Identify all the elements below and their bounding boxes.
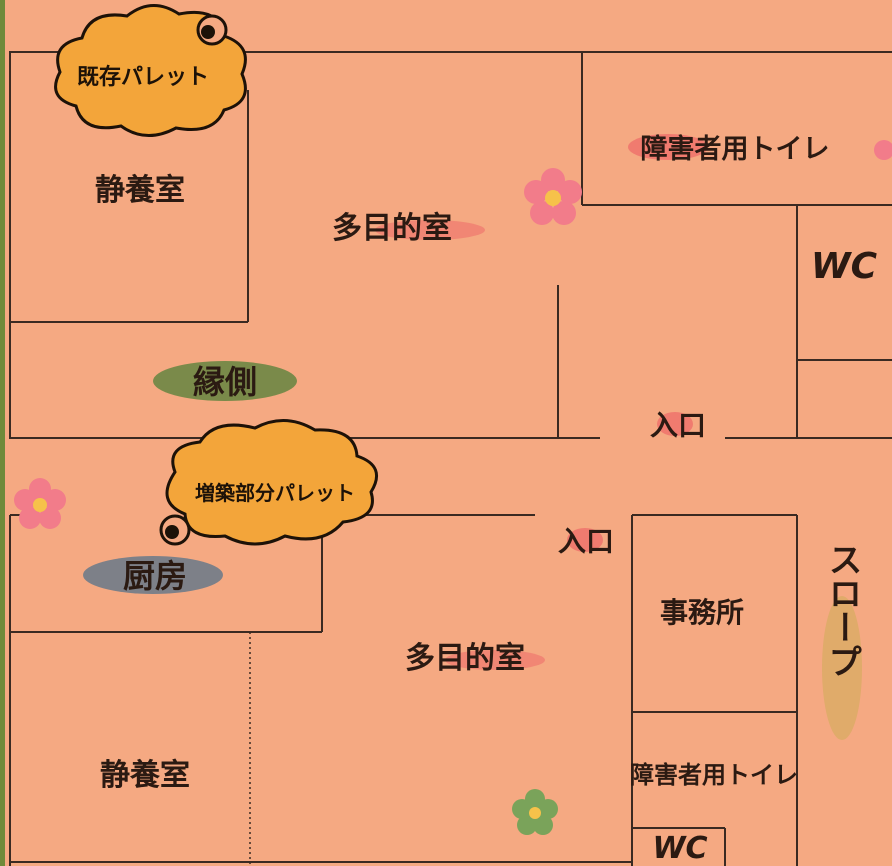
- kitchen-badge: [83, 556, 223, 594]
- toilet-highlight: [628, 134, 708, 160]
- room-highlight: [445, 650, 545, 670]
- palette-label-extension: 増築部分パレット: [195, 481, 355, 505]
- cloud-callout: [54, 4, 247, 137]
- entrance-label-lower: 入口: [558, 525, 614, 558]
- palette-label-existing: 既存パレット: [77, 64, 209, 90]
- cloud-callout: [159, 418, 379, 546]
- entrance-highlight: [567, 528, 603, 552]
- lower-walls: [9, 514, 798, 866]
- rest-room-label-upper: 静養室: [95, 173, 185, 208]
- entrance-label-upper: 入口: [650, 409, 706, 442]
- edge-strip: [0, 0, 5, 866]
- flower-icon: [512, 789, 558, 835]
- accessible-toilet-label-lower: 障害者用トイレ: [630, 761, 798, 789]
- office-label: 事務所: [660, 596, 744, 629]
- room-highlight: [375, 220, 485, 240]
- wc-label-lower: WC: [652, 831, 707, 866]
- wc-label-upper: WC: [811, 246, 878, 287]
- veranda-label: 縁側: [193, 363, 257, 401]
- slope-label: スロープ: [822, 542, 862, 678]
- slope-badge: [822, 596, 862, 740]
- multipurpose-room-label-upper: 多目的室: [332, 211, 452, 246]
- flower-icon: [874, 140, 892, 160]
- multipurpose-room-label-lower: 多目的室: [405, 641, 525, 676]
- flower-icon: [14, 478, 66, 529]
- kitchen-label: 厨房: [123, 557, 187, 595]
- rest-room-label-lower: 静養室: [100, 758, 190, 793]
- entrance-highlight: [657, 412, 693, 436]
- flower-icon: [524, 168, 582, 225]
- veranda-badge: [153, 361, 297, 401]
- accessible-toilet-label-upper: 障害者用トイレ: [641, 133, 830, 165]
